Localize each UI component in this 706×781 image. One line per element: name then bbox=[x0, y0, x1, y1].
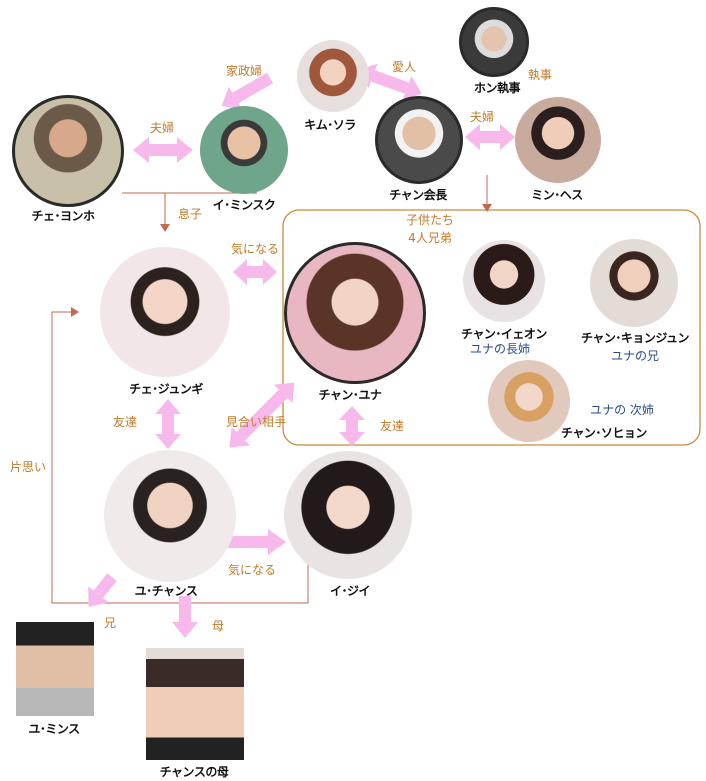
photo-yu-mins bbox=[16, 622, 94, 716]
arrow-kininaru1 bbox=[233, 259, 277, 285]
son-arrowhead bbox=[160, 224, 170, 232]
name-chang-yuna: チャン･ユナ bbox=[318, 388, 382, 402]
name-min-hesu: ミン･ヘス bbox=[531, 188, 583, 202]
label-ani: 兄 bbox=[104, 616, 117, 630]
label-kataomoi: 片思い bbox=[10, 460, 47, 474]
avatar-chang-chairman bbox=[375, 96, 463, 184]
label-fuufu1: 夫婦 bbox=[150, 121, 175, 135]
name-lee-minsuk: イ･ミンスク bbox=[212, 198, 276, 212]
label-kininaru1: 気になる bbox=[231, 242, 280, 256]
children-arrowhead bbox=[482, 204, 492, 212]
arrow-fuufu2 bbox=[465, 124, 515, 150]
avatar-chang-yuna bbox=[284, 242, 426, 384]
arrow-miai bbox=[229, 382, 295, 448]
name-choi-jungi: チェ･ジュンギ bbox=[129, 382, 203, 396]
arrow-kininaru2 bbox=[226, 529, 286, 555]
name-chans-mother: チャンスの母 bbox=[159, 765, 229, 779]
label-musuko: 息子 bbox=[178, 207, 203, 221]
unrequited-arrowhead bbox=[71, 307, 79, 317]
name-chang-chairman: チャン会長 bbox=[389, 188, 447, 202]
label-kasei: 家政婦 bbox=[226, 64, 263, 78]
chang-family-frame bbox=[282, 209, 701, 446]
name-hong: ホン執事 bbox=[473, 81, 521, 95]
label-haha: 母 bbox=[212, 619, 225, 633]
arrow-haha bbox=[172, 596, 198, 638]
avatar-chang-ieon bbox=[463, 240, 545, 322]
unrequited-line bbox=[51, 311, 309, 604]
label-tomodachi1: 友達 bbox=[113, 415, 138, 429]
avatar-yu-chans bbox=[104, 450, 236, 582]
name-chang-kyongjun: チャン･キョンジュン bbox=[580, 331, 690, 345]
label-tomodachi2: 友達 bbox=[380, 419, 405, 433]
avatar-choi-jungi bbox=[100, 247, 230, 377]
photo-chans-mother bbox=[146, 648, 244, 760]
arrow-kasei bbox=[221, 72, 273, 110]
name-yu-chans: ユ･チャンス bbox=[134, 584, 198, 598]
label-aijin: 愛人 bbox=[392, 60, 417, 74]
name-lee-jii: イ･ジイ bbox=[329, 584, 371, 598]
name-kim-sora: キム･ソラ bbox=[304, 118, 356, 132]
label-fuufu2: 夫婦 bbox=[470, 110, 495, 124]
subtitle-ieon: ユナの長姉 bbox=[469, 342, 531, 356]
avatar-lee-jii bbox=[284, 451, 412, 579]
name-chang-sohyon: チャン･ソヒョン bbox=[561, 426, 647, 440]
name-yu-mins: ユ･ミンス bbox=[28, 722, 80, 736]
arrow-ani bbox=[88, 573, 117, 607]
avatar-min-hesu bbox=[515, 97, 601, 183]
label-shitsuji: 執事 bbox=[528, 68, 553, 82]
arrow-tomodachi1 bbox=[155, 399, 181, 449]
subtitle-kyongjun: ユナの兄 bbox=[610, 349, 660, 363]
avatar-kim-sora bbox=[297, 40, 369, 112]
arrow-tomodachi2 bbox=[339, 406, 365, 446]
arrow-fuufu1 bbox=[133, 137, 193, 163]
avatar-chang-sohyon bbox=[488, 360, 570, 442]
name-chang-ieon: チャン･イェオン bbox=[461, 327, 547, 341]
subtitle-sohyon: ユナの 次姉 bbox=[590, 403, 654, 417]
avatar-choi-yongho bbox=[12, 95, 124, 207]
avatar-lee-minsuk bbox=[200, 106, 288, 194]
label-miai: 見合い相手 bbox=[226, 415, 287, 429]
label-kodomo1: 子供たち bbox=[405, 213, 455, 227]
label-kodomo2: 4人兄弟 bbox=[408, 231, 452, 245]
label-kininaru2: 気になる bbox=[228, 563, 277, 577]
avatar-chang-kyongjun bbox=[590, 239, 678, 327]
name-choi-yongho: チェ･ヨンホ bbox=[31, 209, 95, 223]
avatar-hong bbox=[459, 7, 529, 77]
